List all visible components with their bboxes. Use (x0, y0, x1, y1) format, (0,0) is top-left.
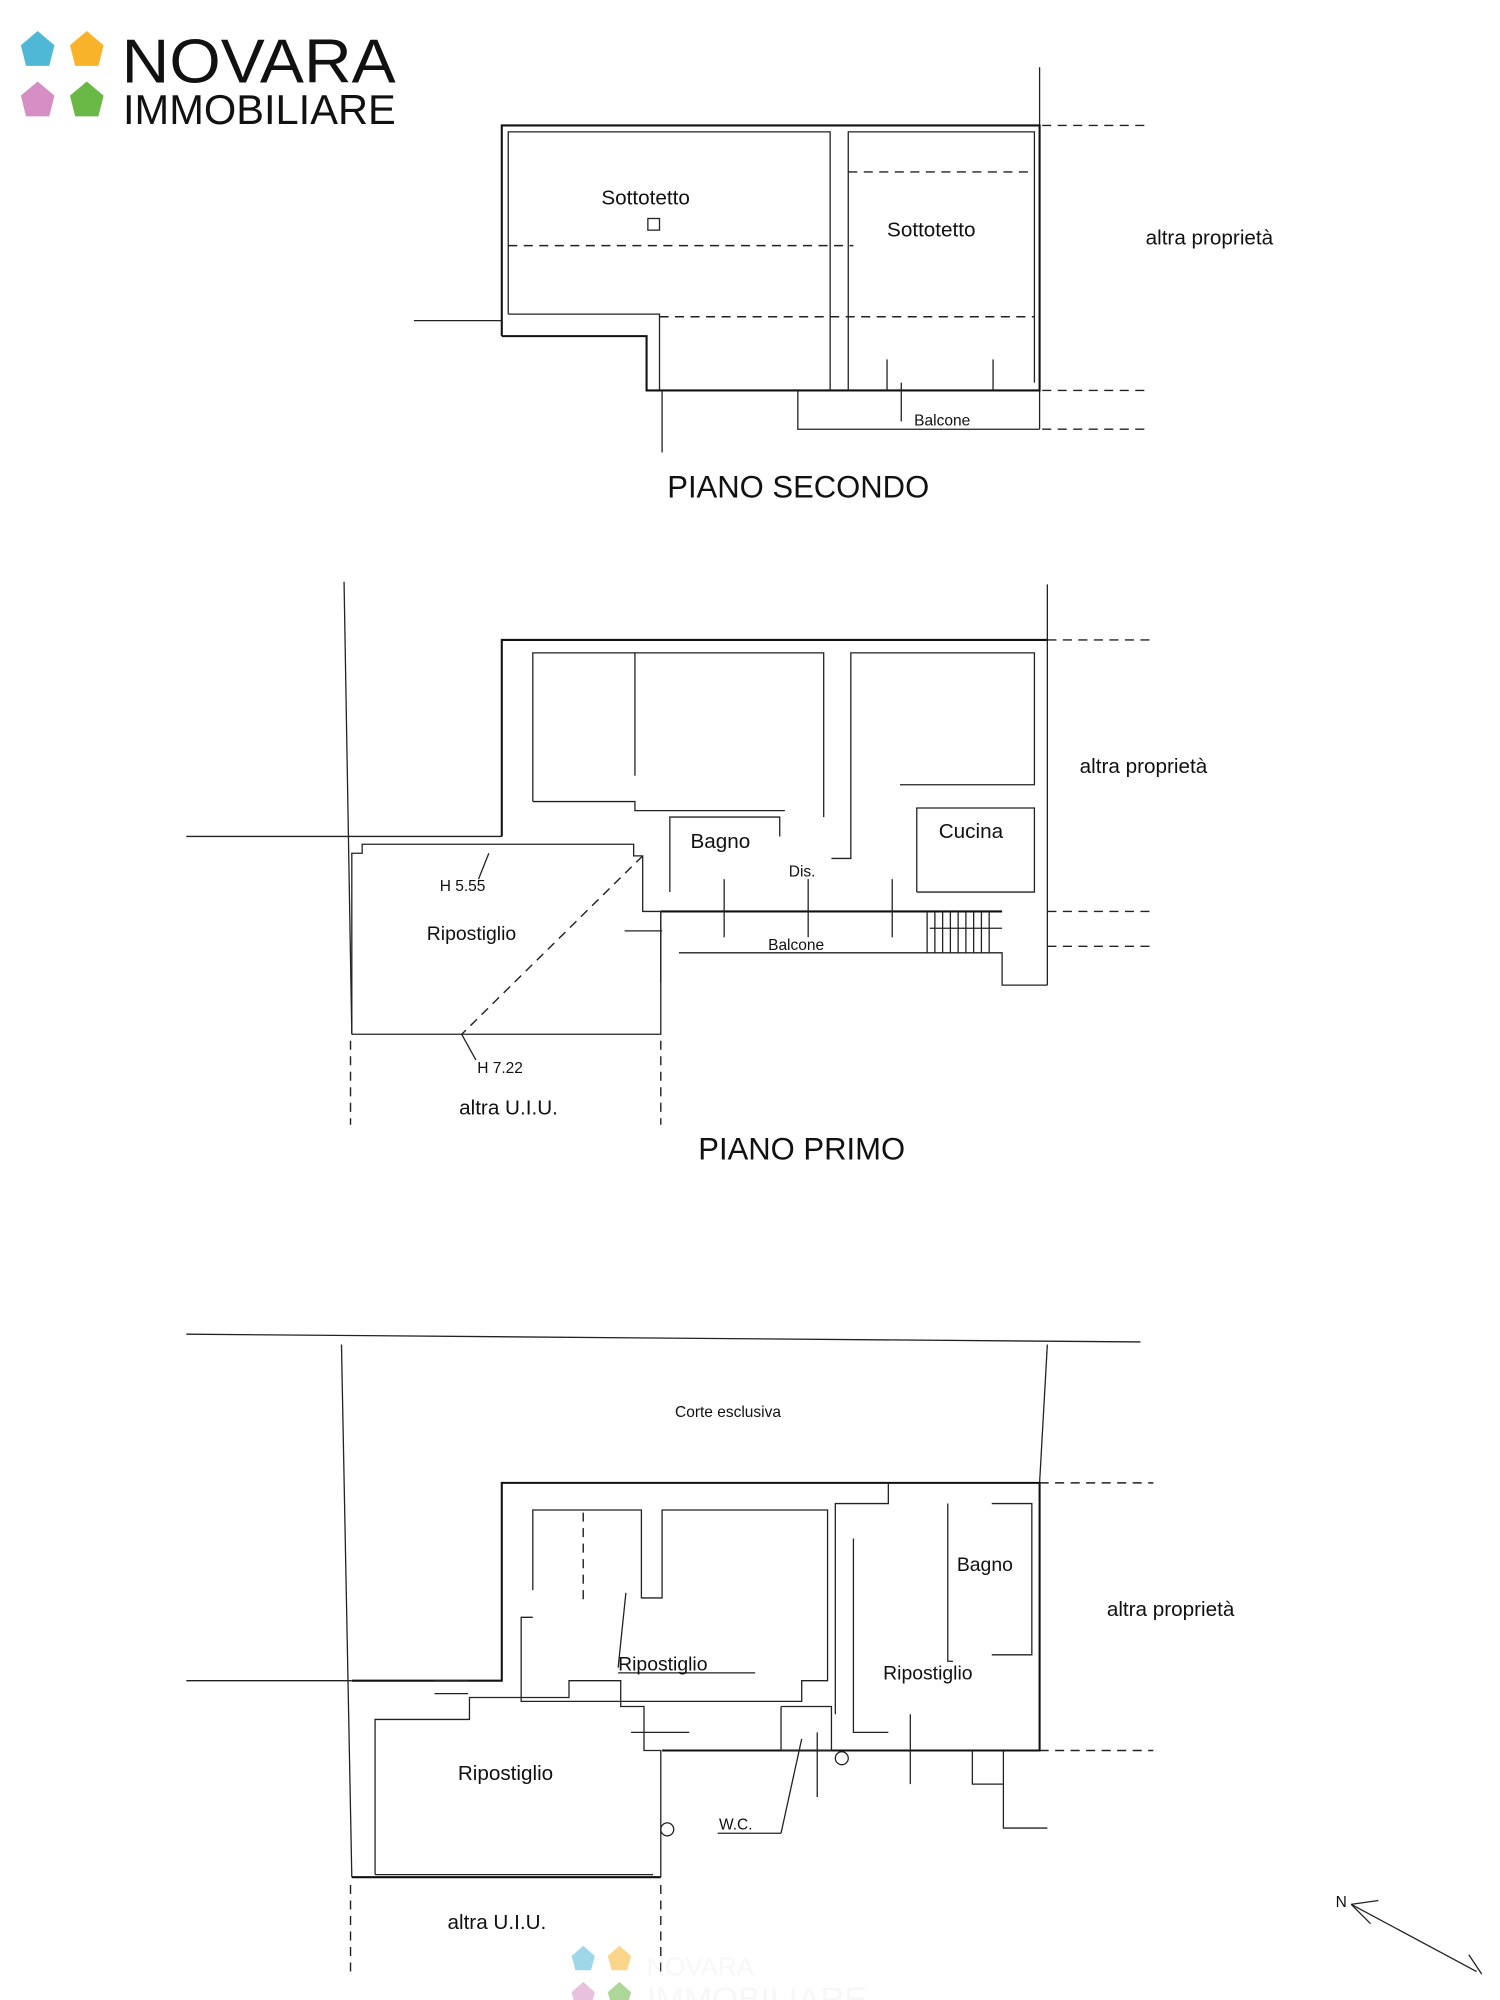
room-label: Ripostiglio (618, 1653, 707, 1675)
logo: NOVARA IMMOBILIARE (20, 28, 397, 133)
plan-second-floor: Sottotetto Sottotetto Balcone altra prop… (413, 67, 1274, 505)
plan-first-floor: Bagno Dis. Cucina Ripostiglio Balcone H … (186, 581, 1208, 1167)
room-label: Cucina (939, 820, 1004, 843)
logo-title: NOVARA (122, 28, 397, 97)
watermark-house-blue-icon (571, 1945, 595, 1971)
watermark-logo: NOVARA IMMOBILIARE (571, 1945, 867, 2000)
room-label: Ripostiglio (883, 1662, 972, 1684)
other-unit-label: altra U.I.U. (459, 1096, 558, 1119)
room-label: Sottotetto (601, 186, 690, 209)
stairs (926, 911, 1003, 953)
room-label: Sottotetto (887, 219, 976, 242)
neighbor-label: altra proprietà (1080, 755, 1208, 778)
room-label: Balcone (914, 412, 970, 429)
logo-house-orange-icon (69, 31, 104, 66)
floor-title: PIANO PRIMO (698, 1132, 905, 1167)
room-label: Bagno (957, 1554, 1013, 1576)
neighbor-label: altra proprietà (1146, 226, 1274, 249)
logo-subtitle: IMMOBILIARE (123, 87, 396, 133)
logo-house-blue-icon (20, 31, 55, 66)
watermark-house-pink-icon (571, 1981, 595, 2000)
north-label: N (1336, 1894, 1347, 1911)
other-unit-label: altra U.I.U. (447, 1911, 546, 1934)
watermark-title: NOVARA (647, 1953, 755, 1981)
room-label: Bagno (691, 830, 751, 853)
room-label: Balcone (768, 937, 824, 954)
neighbor-label: altra proprietà (1107, 1598, 1235, 1621)
room-label: Ripostiglio (458, 1762, 553, 1785)
height-label: H 7.22 (477, 1060, 523, 1077)
room-label: Ripostiglio (427, 923, 516, 945)
watermark-house-orange-icon (607, 1945, 632, 1971)
room-label: Dis. (789, 864, 816, 881)
column-icon (834, 1751, 849, 1766)
room-label: W.C. (719, 1816, 753, 1833)
courtyard-label: Corte esclusiva (675, 1404, 781, 1421)
logo-house-green-icon (69, 81, 104, 117)
watermark-subtitle: IMMOBILIARE (647, 1981, 867, 2000)
height-label: H 5.55 (440, 878, 486, 895)
logo-house-pink-icon (20, 81, 55, 117)
watermark-house-green-icon (607, 1981, 632, 2000)
floor-title: PIANO SECONDO (667, 470, 929, 505)
column-icon (660, 1822, 675, 1837)
north-arrow: N (1336, 1894, 1483, 1975)
plan-ground-floor: Corte esclusiva Ripostiglio Bagno Ripost… (186, 1333, 1235, 1972)
